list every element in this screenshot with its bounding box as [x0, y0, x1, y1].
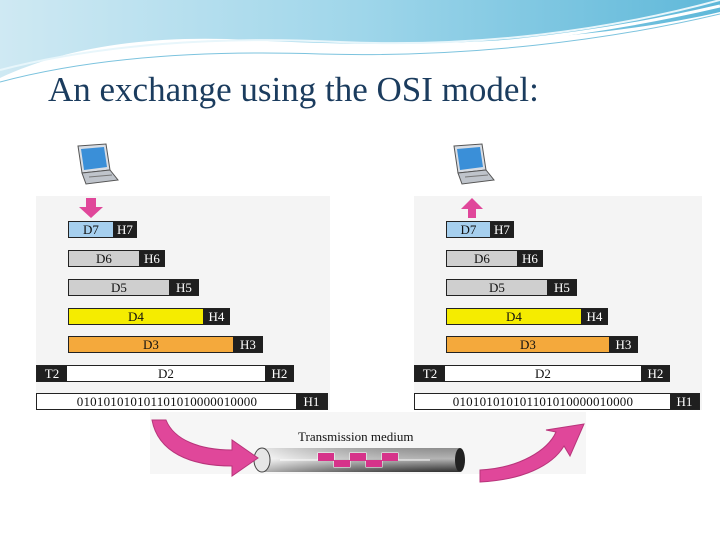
- right-pdu-2: T2 D2 H2: [414, 365, 670, 382]
- right-pdu-6: D6 H6: [446, 250, 543, 267]
- right-bits: 010101010101101010000010000: [452, 393, 634, 409]
- cable-icon: [253, 447, 465, 473]
- right-pdu-4: D4 H4: [446, 308, 608, 325]
- left-header-7: H7: [113, 222, 137, 237]
- left-data-2: D2: [67, 366, 265, 381]
- right-data-5: D5: [447, 280, 547, 295]
- right-data-6: D6: [447, 251, 517, 266]
- right-pdu-1: 010101010101101010000010000 H1: [414, 393, 700, 410]
- left-pdu-3: D3 H3: [68, 336, 263, 353]
- left-data-4: D4: [69, 309, 203, 324]
- receive-curve-arrow-icon: [479, 423, 585, 483]
- right-data-3: D3: [447, 337, 609, 352]
- left-pdu-1: 010101010101101010000010000 H1: [36, 393, 328, 410]
- left-data-7: D7: [69, 222, 113, 237]
- left-data-5: D5: [69, 280, 169, 295]
- down-arrow-icon: [79, 198, 103, 218]
- left-header-3: H3: [233, 337, 263, 352]
- right-data-7: D7: [447, 222, 490, 237]
- left-data-3: D3: [69, 337, 233, 352]
- left-data-6: D6: [69, 251, 139, 266]
- left-pdu-6: D6 H6: [68, 250, 165, 267]
- left-pdu-2: T2 D2 H2: [36, 365, 294, 382]
- right-header-4: H4: [581, 309, 608, 324]
- right-header-7: H7: [490, 222, 514, 237]
- left-header-6: H6: [139, 251, 165, 266]
- header-swoosh: [0, 0, 720, 83]
- page-title: An exchange using the OSI model:: [48, 70, 539, 109]
- right-pdu-3: D3 H3: [446, 336, 638, 353]
- up-arrow-icon: [461, 198, 483, 218]
- send-curve-arrow-icon: [151, 419, 259, 477]
- right-laptop-icon: [453, 143, 495, 185]
- left-header-1: H1: [296, 394, 327, 409]
- left-laptop-icon: [77, 143, 119, 185]
- left-header-4: H4: [203, 309, 230, 324]
- right-header-1: H1: [670, 394, 699, 409]
- left-header-2: H2: [265, 366, 294, 381]
- left-trailer-2: T2: [37, 366, 67, 381]
- right-header-6: H6: [517, 251, 543, 266]
- right-header-2: H2: [641, 366, 670, 381]
- right-header-5: H5: [547, 280, 577, 295]
- right-header-3: H3: [609, 337, 638, 352]
- medium-label: Transmission medium: [298, 429, 414, 444]
- right-data-4: D4: [447, 309, 581, 324]
- right-data-2: D2: [445, 366, 641, 381]
- right-pdu-5: D5 H5: [446, 279, 577, 296]
- left-pdu-5: D5 H5: [68, 279, 199, 296]
- left-header-5: H5: [169, 280, 199, 295]
- left-pdu-7: D7 H7: [68, 221, 137, 238]
- left-pdu-4: D4 H4: [68, 308, 230, 325]
- right-trailer-2: T2: [415, 366, 445, 381]
- right-pdu-7: D7 H7: [446, 221, 514, 238]
- left-bits: 010101010101101010000010000: [76, 393, 258, 409]
